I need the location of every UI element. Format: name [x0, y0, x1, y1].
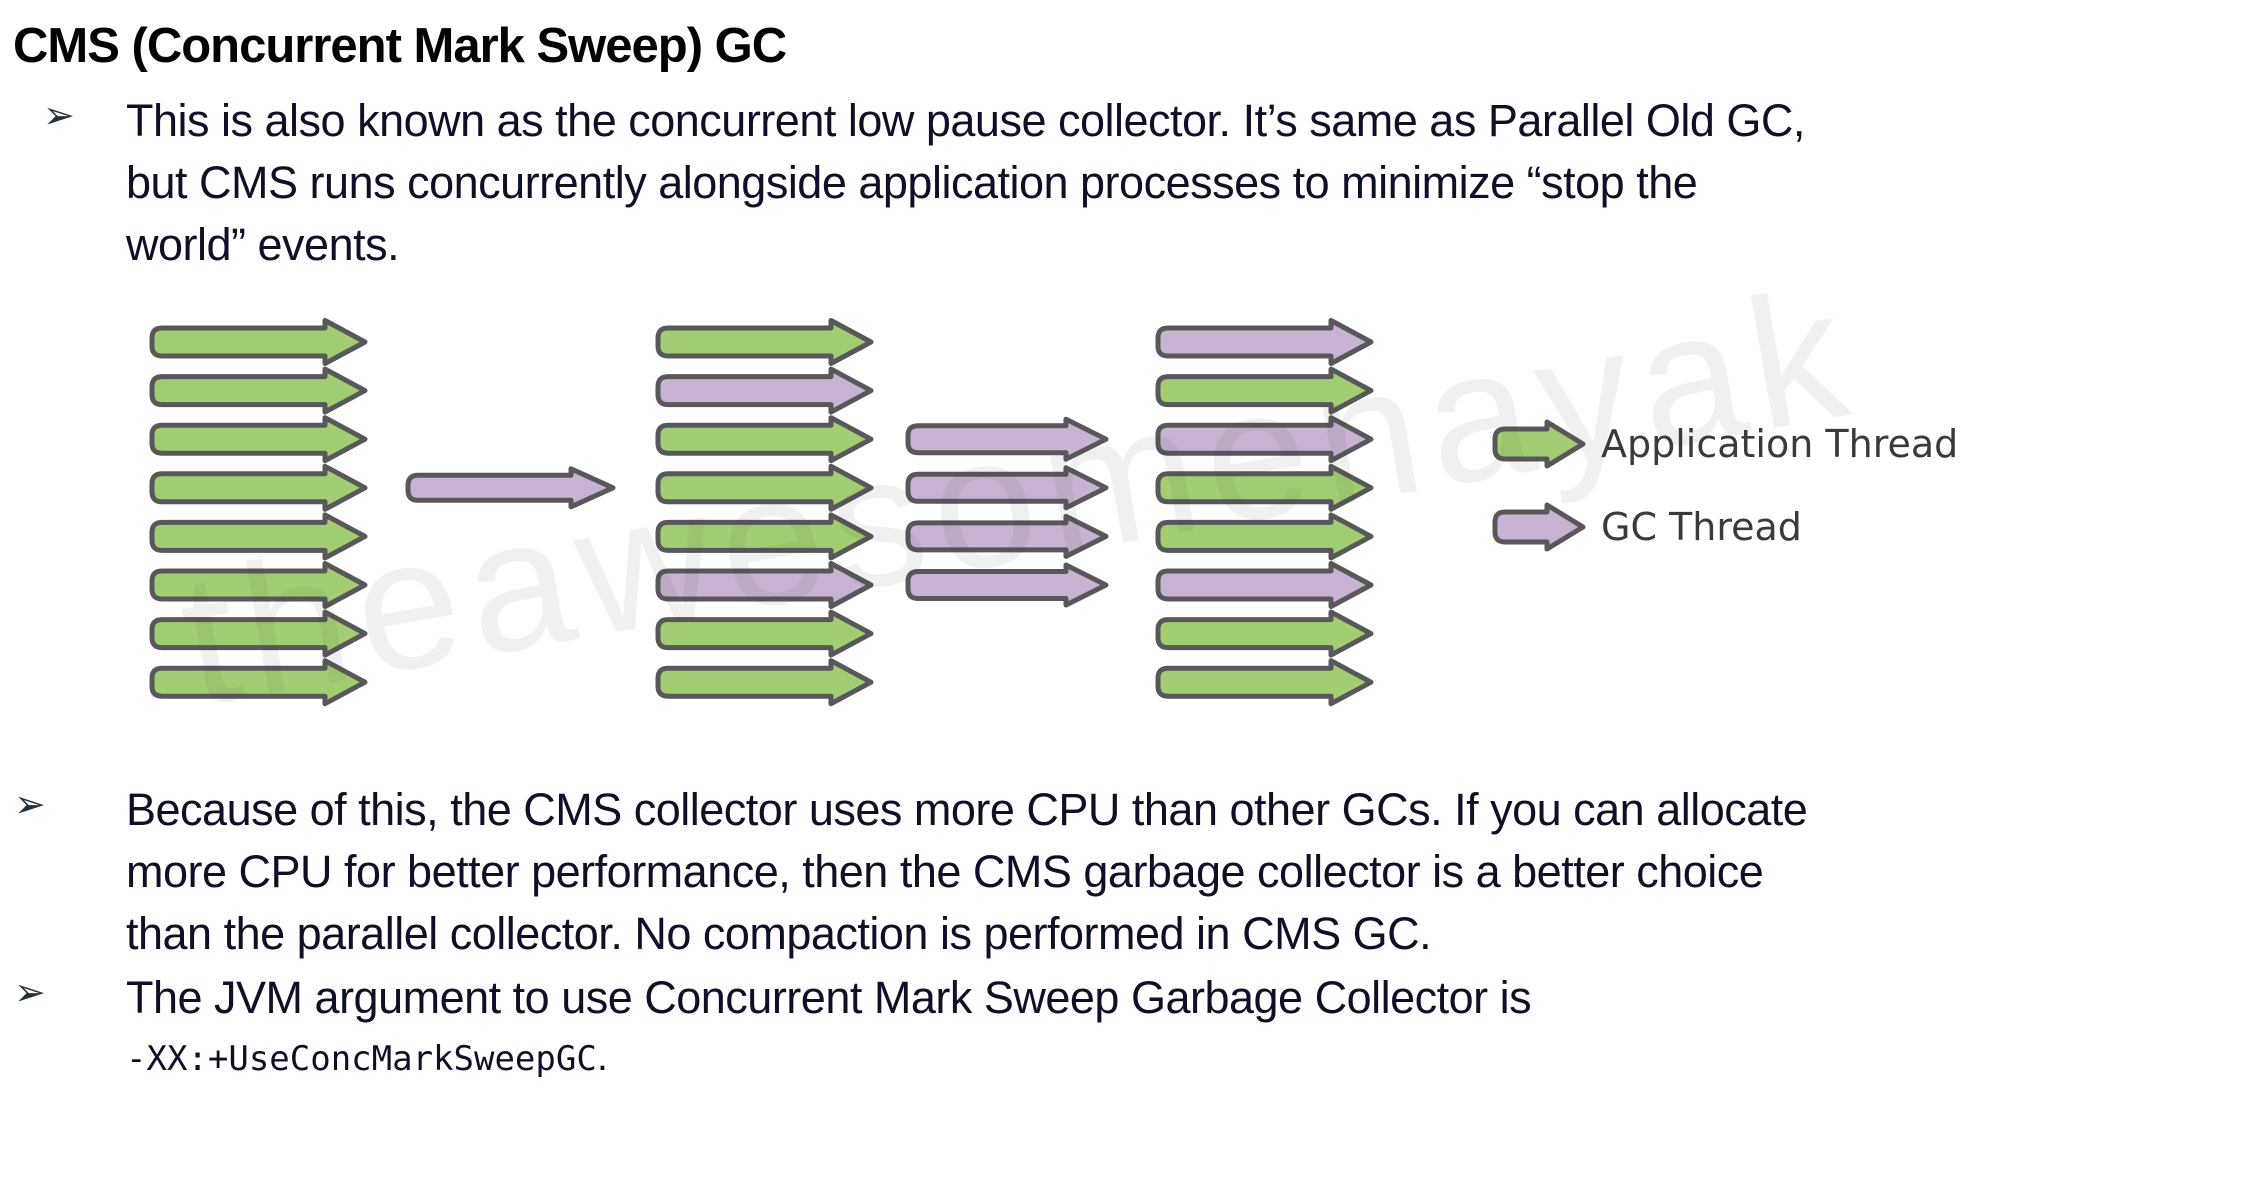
bullet-3-text: The JVM argument to use Concurrent Mark …: [126, 967, 2242, 1029]
bullet-2-line-2: more CPU for better performance, then th…: [126, 846, 1764, 897]
watermark: theawesomenayak: [167, 248, 1870, 746]
bullet-1-line-3: world” events.: [126, 219, 400, 270]
bullet-1-line-2: but CMS runs concurrently alongside appl…: [126, 157, 1698, 208]
bullet-1-arrowhead-icon: ➢: [43, 93, 75, 137]
jvm-argument-code: -XX:+UseConcMarkSweepGC.: [126, 1035, 2242, 1080]
bullet-3-line-1: The JVM argument to use Concurrent Mark …: [126, 972, 1532, 1023]
before-gc-threads-arrow-3: [149, 415, 368, 464]
bullet-2-text: Because of this, the CMS collector uses …: [126, 779, 2242, 965]
bullet-1-text: This is also known as the concurrent low…: [126, 90, 2242, 276]
before-gc-threads-arrow-1: [149, 318, 368, 366]
bullet-3: ➢ The JVM argument to use Concurrent Mar…: [0, 967, 2242, 1080]
legend-application-thread-label: Application Thread: [1601, 422, 1959, 466]
concurrent-phase-threads-arrow-7: [1155, 609, 1374, 658]
initial-mark-threads-arrow-8: [655, 658, 874, 707]
bullet-2-line-1: Because of this, the CMS collector uses …: [126, 784, 1808, 835]
legend-gc-thread-label: GC Thread: [1601, 505, 1802, 549]
bullet-2: ➢ Because of this, the CMS collector use…: [0, 779, 2242, 965]
bullet-1-line-1: This is also known as the concurrent low…: [126, 95, 1805, 146]
initial-mark-threads-arrow-1: [655, 318, 874, 366]
bullet-1: ➢ This is also known as the concurrent l…: [0, 90, 2242, 276]
jvm-argument-period: .: [596, 1035, 608, 1079]
bullet-2-line-3: than the parallel collector. No compacti…: [126, 908, 1432, 959]
initial-mark-threads-arrow-2: [655, 366, 874, 415]
page-title: CMS (Concurrent Mark Sweep) GC: [13, 19, 787, 73]
bullet-3-arrowhead-icon: ➢: [14, 970, 46, 1014]
bullet-2-arrowhead-icon: ➢: [14, 782, 46, 826]
before-gc-threads-arrow-2: [149, 366, 368, 415]
concurrent-phase-threads-arrow-8: [1155, 658, 1374, 707]
jvm-argument-flag: -XX:+UseConcMarkSweepGC: [126, 1039, 597, 1079]
before-gc-threads-arrow-4: [149, 463, 368, 512]
